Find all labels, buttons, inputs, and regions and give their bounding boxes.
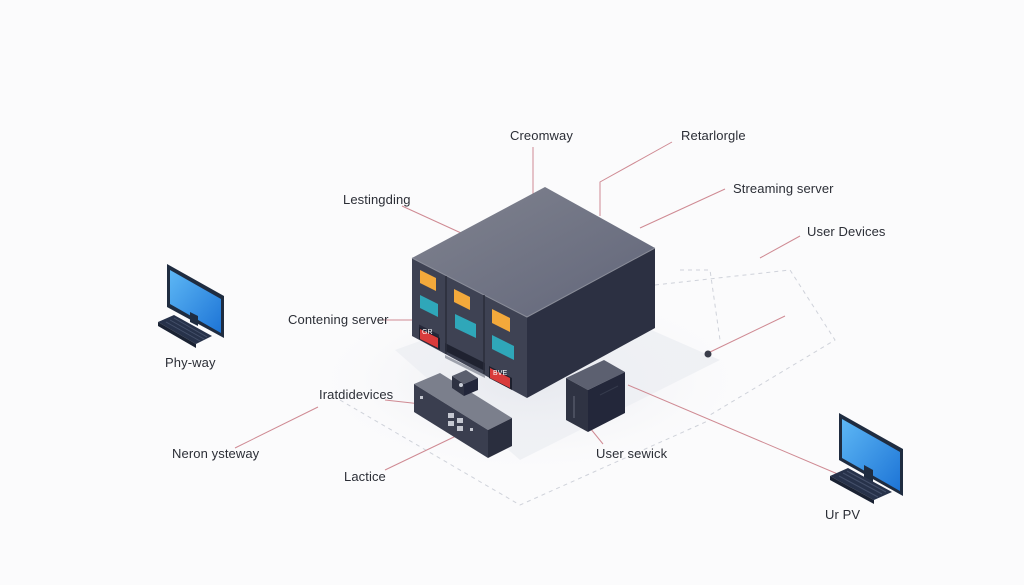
dashed-network-paths [339, 269, 836, 506]
label-phy-way: Phy-way [165, 355, 216, 370]
tower-server [566, 360, 625, 432]
gateway-node [452, 370, 478, 396]
server-red-panel-text-left: GR [422, 329, 433, 336]
server-red-panel-text-right: BVE [493, 370, 508, 377]
label-retarlorgle: Retarlorgle [681, 128, 746, 143]
left-monitor [158, 264, 224, 348]
label-streaming-server: Streaming server [733, 181, 834, 196]
label-neron-ysteway: Neron ysteway [172, 446, 260, 461]
label-creomway: Creomway [510, 128, 573, 143]
label-user-devices: User Devices [807, 224, 886, 239]
junction-dot [704, 350, 712, 358]
label-lactice: Lactice [344, 469, 386, 484]
label-lestingding: Lestingding [343, 192, 411, 207]
network-switch [414, 373, 512, 458]
label-user-sewick: User sewick [596, 446, 668, 461]
label-contening-server: Contening server [288, 312, 389, 327]
server-red-panels [419, 327, 512, 390]
label-ur-pv: Ur PV [825, 507, 861, 522]
label-iratdidevices: Iratdidevices [319, 387, 394, 402]
right-monitor [830, 413, 903, 504]
